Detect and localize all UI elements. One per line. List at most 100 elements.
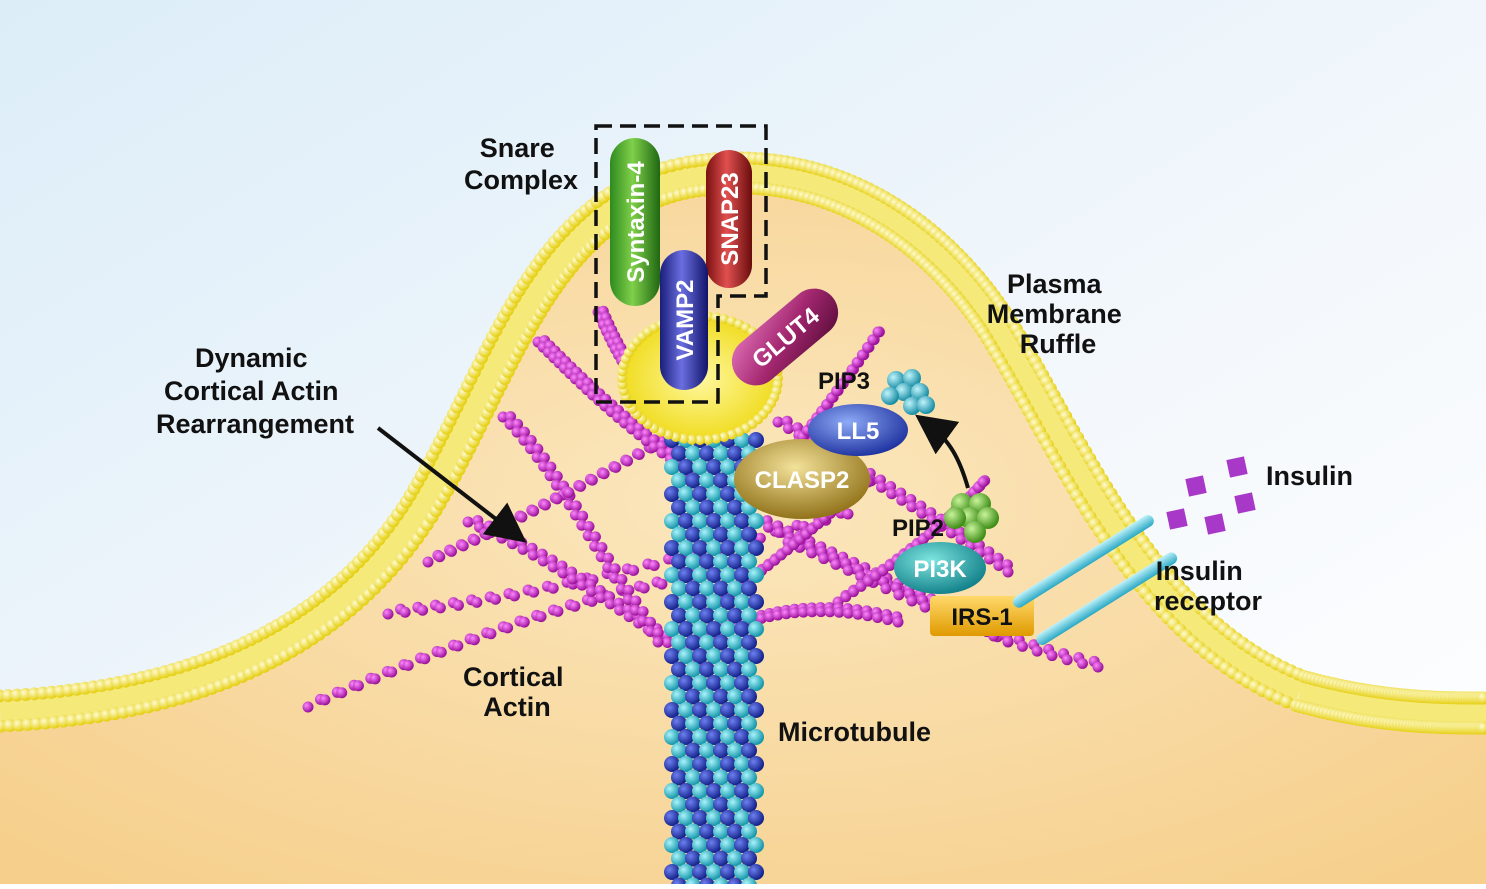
- tubulin-subunit: [741, 715, 757, 732]
- tubulin-subunit: [741, 526, 757, 543]
- tubulin-subunit: [713, 472, 729, 489]
- svg-text:IRS-1: IRS-1: [951, 604, 1012, 631]
- actin-bead: [457, 540, 469, 552]
- tubulin-subunit: [720, 675, 736, 691]
- tubulin-subunit: [699, 526, 715, 543]
- tubulin-subunit: [699, 607, 715, 624]
- tubulin-subunit: [727, 742, 743, 759]
- tubulin-subunit: [678, 783, 694, 799]
- tubulin-subunit: [671, 742, 687, 759]
- cortical-actin-label: Cortical Actin: [463, 662, 571, 722]
- tubulin-subunit: [685, 580, 701, 597]
- tubulin-subunit: [713, 526, 729, 543]
- tubulin-subunit: [734, 513, 750, 529]
- tubulin-subunit: [720, 648, 736, 664]
- vamp2-protein: VAMP2: [660, 250, 708, 390]
- tubulin-subunit: [706, 810, 722, 826]
- actin-bead: [876, 481, 888, 493]
- tubulin-subunit: [741, 823, 757, 840]
- svg-text:Syntaxin-4: Syntaxin-4: [623, 161, 650, 283]
- vesicle-lipid: [678, 433, 689, 444]
- tubulin-subunit: [699, 661, 715, 678]
- insulin-label: Insulin: [1266, 461, 1353, 491]
- actin-bead: [557, 567, 569, 579]
- tubulin-subunit: [734, 783, 750, 799]
- insulin-cube: [1204, 513, 1226, 535]
- tubulin-subunit: [748, 810, 764, 826]
- vesicle-lipid: [695, 435, 705, 445]
- tubulin-subunit: [671, 580, 687, 597]
- actin-bead: [945, 527, 957, 539]
- tubulin-subunit: [727, 607, 743, 624]
- tubulin-subunit: [671, 661, 687, 678]
- actin-bead: [633, 449, 645, 461]
- actin-bead: [852, 608, 864, 620]
- actin-bead: [551, 493, 563, 505]
- tubulin-subunit: [692, 486, 708, 502]
- actin-bead: [538, 452, 550, 464]
- actin-bead: [637, 606, 649, 618]
- actin-bead: [551, 470, 563, 482]
- actin-bead: [656, 578, 668, 590]
- tubulin-subunit: [713, 661, 729, 678]
- tubulin-subunit: [748, 675, 764, 691]
- actin-bead: [1076, 658, 1088, 670]
- tubulin-subunit: [692, 513, 708, 529]
- tubulin-subunit: [664, 567, 680, 583]
- tubulin-subunit: [664, 864, 680, 880]
- actin-bead: [773, 526, 785, 538]
- insulin-cube: [1234, 492, 1256, 514]
- tubulin-subunit: [664, 783, 680, 799]
- tubulin-subunit: [692, 783, 708, 799]
- tubulin-subunit: [706, 702, 722, 718]
- actin-bead: [537, 555, 549, 567]
- tubulin-subunit: [671, 688, 687, 705]
- tubulin-subunit: [748, 432, 764, 448]
- actin-bead: [842, 564, 854, 576]
- tubulin-subunit: [699, 769, 715, 786]
- actin-bead: [570, 500, 582, 512]
- tubulin-subunit: [671, 526, 687, 543]
- tubulin-subunit: [713, 715, 729, 732]
- actin-bead: [906, 595, 918, 607]
- tubulin-subunit: [720, 486, 736, 502]
- tubulin-subunit: [692, 810, 708, 826]
- tubulin-subunit: [671, 850, 687, 867]
- vesicle-lipid: [711, 433, 722, 444]
- insulin-receptor-label: Insulin receptor: [1154, 556, 1263, 616]
- actin-bead: [789, 607, 801, 619]
- tubulin-subunit: [741, 634, 757, 651]
- tubulin-subunit: [685, 796, 701, 813]
- actin-bead: [508, 590, 520, 602]
- tubulin-subunit: [748, 837, 764, 853]
- tubulin-subunit: [692, 594, 708, 610]
- tubulin-subunit: [699, 796, 715, 813]
- tubulin-subunit: [692, 621, 708, 637]
- tubulin-subunit: [741, 661, 757, 678]
- lipid-head: [1477, 691, 1486, 705]
- tubulin-subunit: [706, 486, 722, 502]
- tubulin-subunit: [720, 810, 736, 826]
- actin-bead: [755, 612, 767, 624]
- tubulin-subunit: [685, 688, 701, 705]
- tubulin-subunit: [748, 864, 764, 880]
- tubulin-subunit: [734, 540, 750, 556]
- actin-bead: [452, 599, 464, 611]
- tubulin-subunit: [678, 864, 694, 880]
- tubulin-subunit: [692, 864, 708, 880]
- tubulin-subunit: [699, 472, 715, 489]
- actin-bead: [862, 610, 874, 622]
- tubulin-subunit: [727, 445, 743, 462]
- tubulin-subunit: [671, 445, 687, 462]
- actin-bead: [576, 579, 588, 591]
- tubulin-subunit: [713, 796, 729, 813]
- tubulin-subunit: [748, 729, 764, 745]
- actin-bead: [842, 508, 854, 520]
- actin-bead: [502, 622, 514, 634]
- tubulin-subunit: [727, 553, 743, 570]
- vesicle-lipid: [726, 429, 737, 440]
- tubulin-subunit: [685, 715, 701, 732]
- tubulin-subunit: [748, 513, 764, 529]
- actin-bead: [638, 582, 650, 594]
